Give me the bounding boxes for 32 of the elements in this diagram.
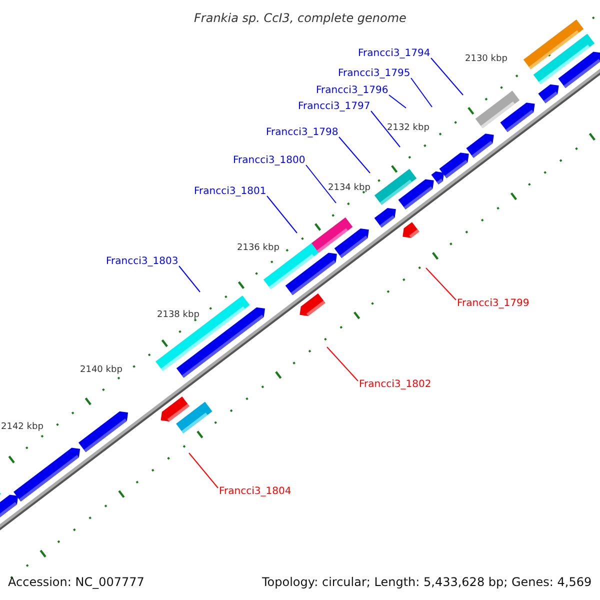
gene-label: Francci3_1797 xyxy=(298,102,370,112)
scale-label: 2138 kbp xyxy=(157,310,200,320)
leader-line xyxy=(188,452,218,488)
leader-line xyxy=(426,268,456,300)
gene-label: Francci3_1802 xyxy=(359,380,432,390)
footer-note: Topology: circular; Length: 5,433,628 bp; Genes: 4,569 xyxy=(262,576,592,588)
gene-label: Francci3_1794 xyxy=(358,49,430,59)
gene-label: Francci3_1795 xyxy=(338,69,410,79)
scale-label: 2142 kbp xyxy=(1,422,44,432)
leader-line xyxy=(178,266,200,292)
leader-line xyxy=(266,196,298,234)
gene-label: Francci3_1796 xyxy=(316,86,388,96)
scale-label: 2130 kbp xyxy=(465,54,508,64)
leader-line xyxy=(370,110,400,148)
leader-line xyxy=(430,58,464,96)
leader-line xyxy=(306,164,336,204)
scale-label: 2140 kbp xyxy=(80,366,122,374)
diagram-title: Frankia sp. CcI3, complete genome xyxy=(194,12,406,24)
gene-label: Francci3_1803 xyxy=(106,257,178,267)
leader-line xyxy=(338,136,370,174)
gene-label: Francci3_1800 xyxy=(233,156,306,166)
scale-label: 2136 kbp xyxy=(237,244,280,252)
leader-line xyxy=(388,94,406,108)
gene-label: Francci3_1801 xyxy=(194,187,266,197)
leader-line xyxy=(326,346,358,382)
gene-label: Francci3_1798 xyxy=(266,128,338,138)
footer-note: Accession: NC_007777 xyxy=(8,576,144,588)
leader-line xyxy=(410,78,432,108)
gene-label: Francci3_1804 xyxy=(219,487,292,497)
scale-label: 2132 kbp xyxy=(387,124,430,132)
gene-label: Francci3_1799 xyxy=(457,299,530,309)
scale-label: 2134 kbp xyxy=(328,184,370,192)
